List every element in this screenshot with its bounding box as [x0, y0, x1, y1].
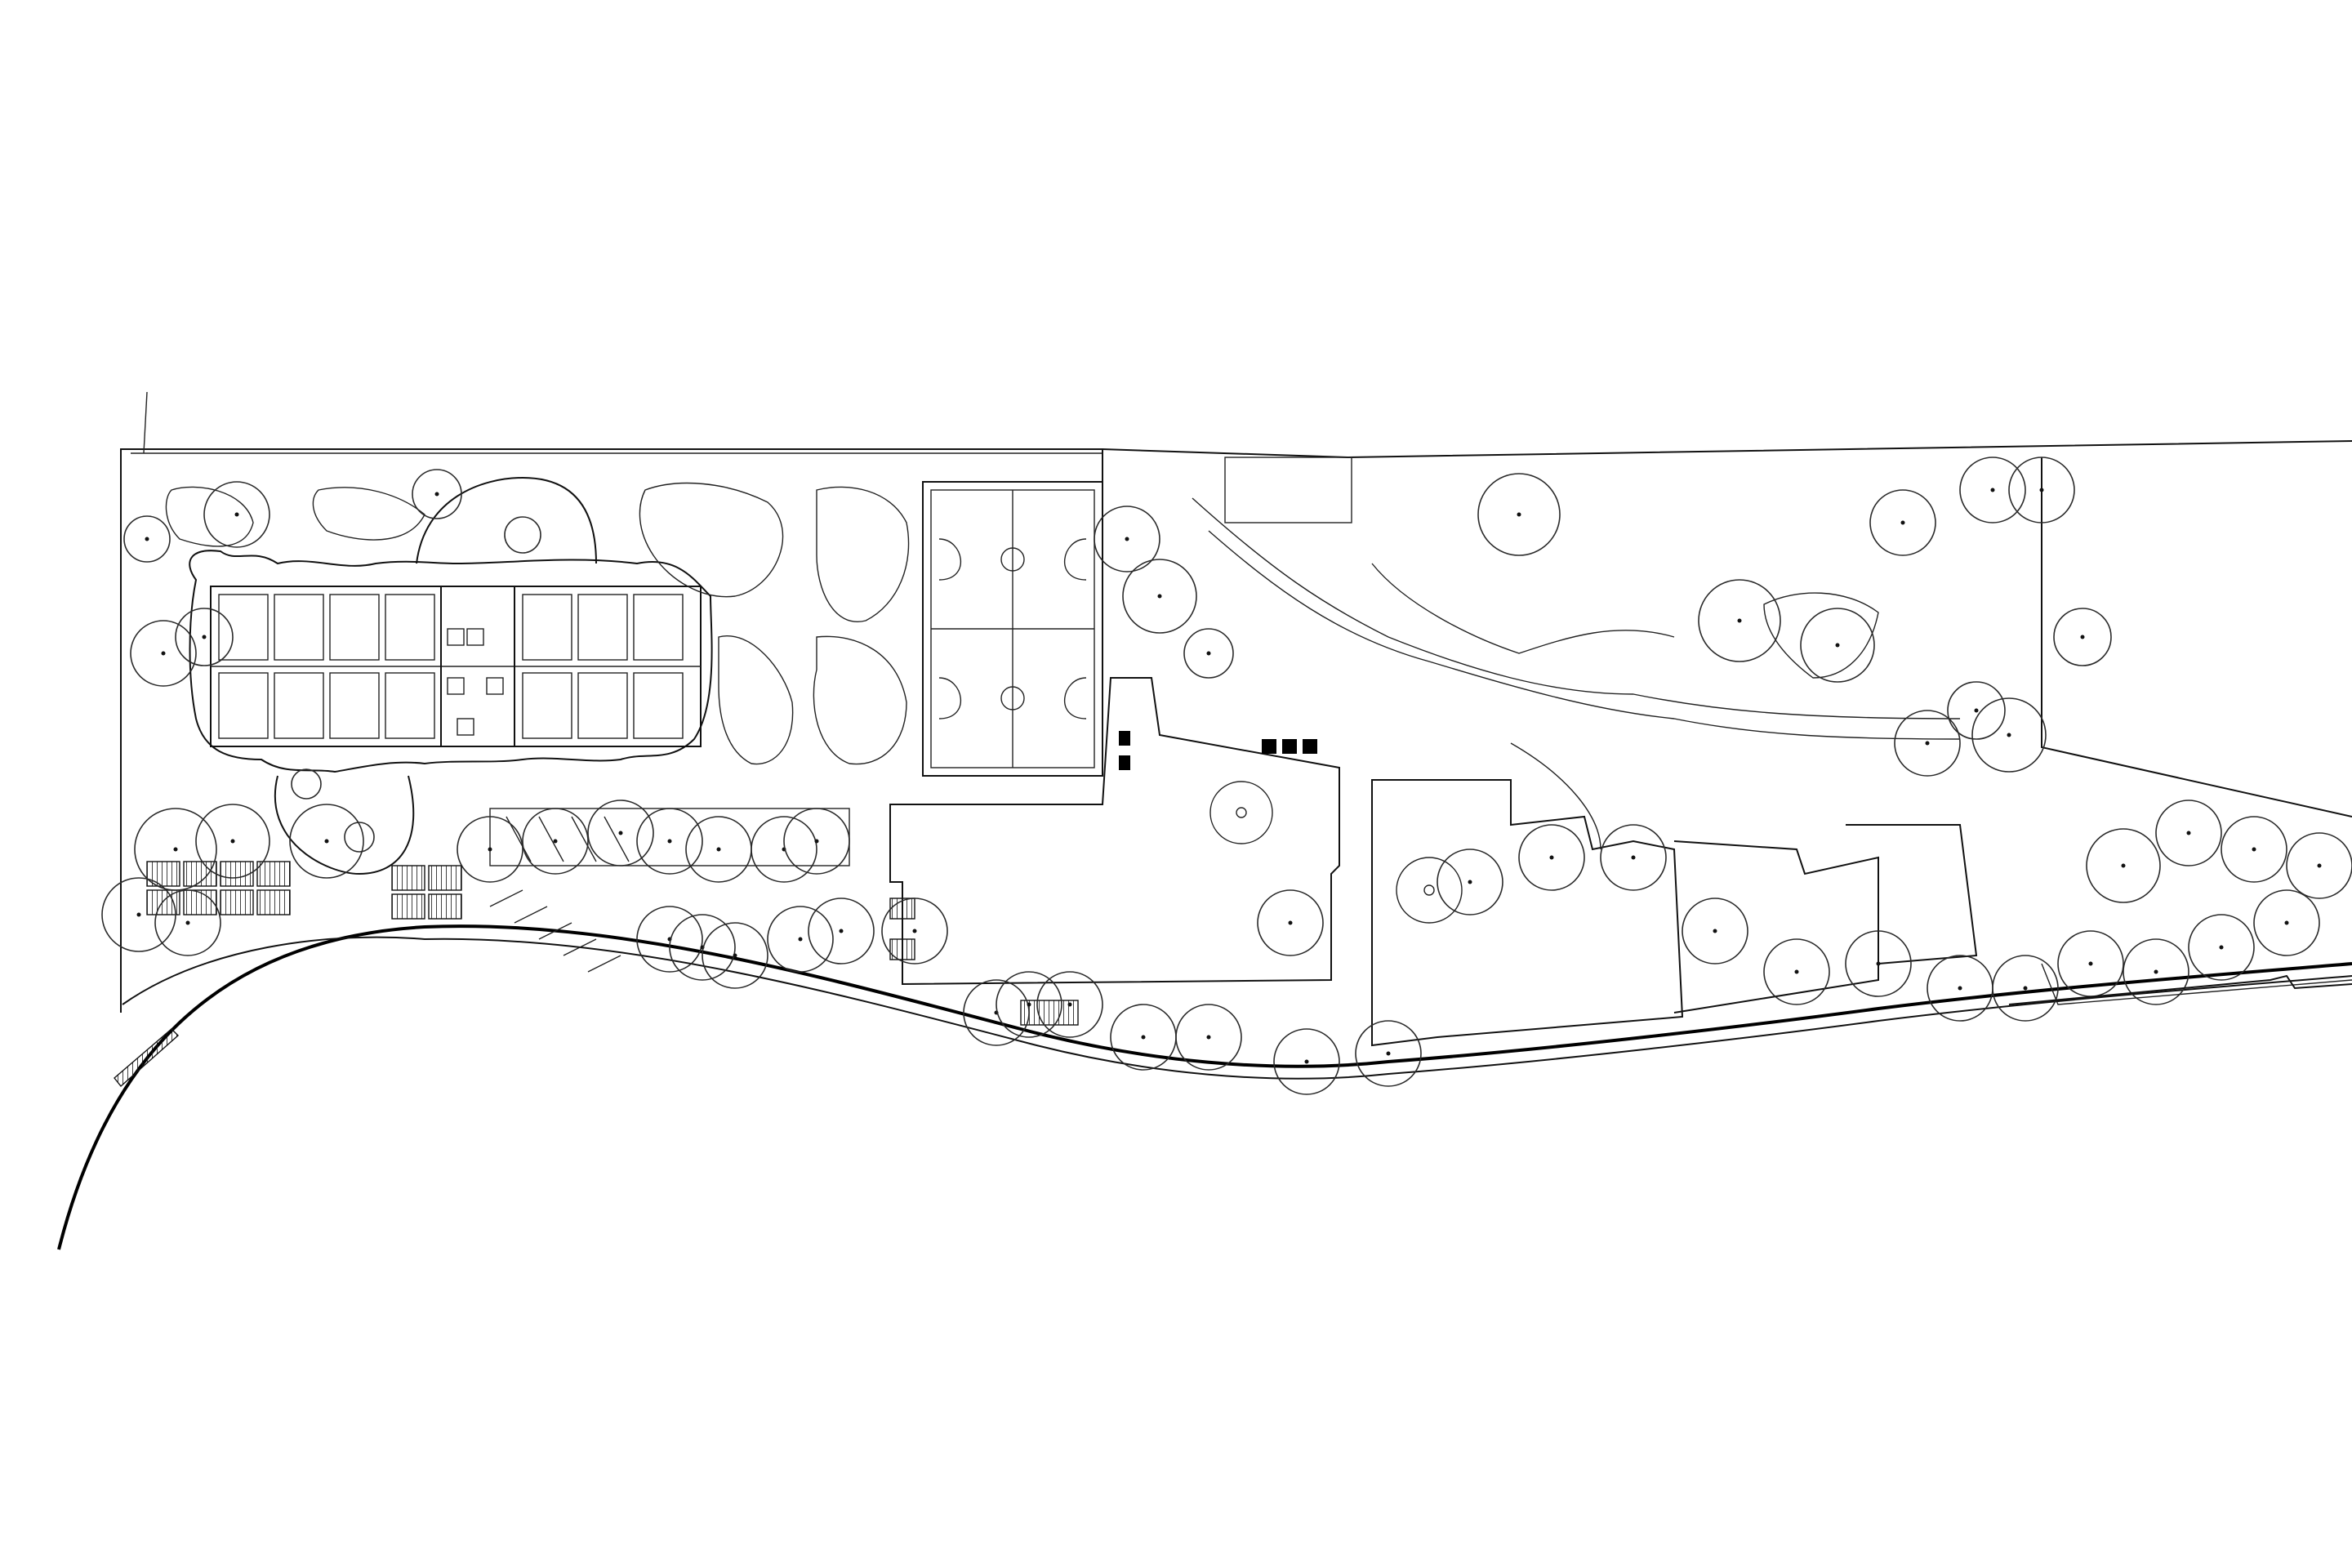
- tree-symbol: [1959, 457, 2026, 523]
- tree-symbol: [154, 889, 221, 956]
- tree-symbol: [2155, 800, 2222, 866]
- tree-symbol: [685, 816, 752, 883]
- tree-symbol: [1763, 938, 1830, 1005]
- tree-symbol: [2253, 889, 2320, 956]
- tree-symbol: [2053, 608, 2112, 666]
- tree-symbol: [1894, 710, 1961, 777]
- tree-symbol: [123, 515, 171, 563]
- tree-symbol: [1110, 1004, 1177, 1071]
- tree-symbol: [1845, 930, 1912, 997]
- tree-symbol: [412, 469, 462, 519]
- tree-symbol: [289, 804, 364, 879]
- tree-symbol: [1175, 1004, 1242, 1071]
- tree-symbol: [1437, 849, 1503, 915]
- tree-symbol: [101, 877, 176, 952]
- tree-symbol: [1036, 971, 1103, 1038]
- tree-symbol: [1800, 608, 1875, 683]
- tree-symbol: [636, 808, 703, 875]
- tree-symbol: [457, 816, 523, 883]
- tree-symbol: [203, 481, 270, 548]
- tree-symbol: [195, 804, 270, 879]
- sports-courts: [922, 481, 1103, 777]
- parking-areas: [146, 808, 1079, 1026]
- tree-symbol: [2188, 914, 2255, 981]
- central-buildings: [889, 677, 1978, 1047]
- tree-symbol: [1947, 681, 2006, 740]
- tree-symbol: [1122, 559, 1197, 634]
- tree-symbol: [2008, 457, 2075, 523]
- tree-symbol: [175, 608, 234, 666]
- tree-symbol: [1992, 955, 2059, 1022]
- site-boundary: [120, 391, 2352, 1013]
- tree-symbol: [1094, 506, 1160, 572]
- tree-symbol: [1518, 824, 1585, 891]
- access-road: [57, 924, 2352, 1250]
- tree-symbol: [2221, 816, 2287, 883]
- tree-symbol: [881, 898, 948, 964]
- tree-symbol: [1698, 579, 1781, 662]
- tree-symbol: [130, 620, 197, 687]
- trees: [101, 457, 2352, 1095]
- tree-symbol: [1477, 473, 1561, 556]
- tree-symbol: [2123, 938, 2189, 1005]
- tree-symbol: [1971, 697, 2047, 773]
- tree-symbol: [1869, 489, 1936, 556]
- tree-symbol: [134, 808, 217, 891]
- tree-symbol: [767, 906, 834, 973]
- tree-symbol: [587, 800, 654, 866]
- tree-symbol: [1273, 1028, 1340, 1095]
- tree-symbol: [2286, 832, 2352, 899]
- tree-symbol: [1183, 628, 1234, 679]
- tree-symbol: [1682, 898, 1748, 964]
- tree-symbol: [702, 922, 768, 989]
- tree-symbol: [1355, 1020, 1422, 1087]
- tree-symbol: [783, 808, 850, 875]
- property-edge: [2008, 963, 2352, 1005]
- tree-symbol: [522, 808, 589, 875]
- tree-symbol: [2086, 828, 2161, 903]
- wooded-area: [1192, 457, 1961, 850]
- circular-courtyard: [274, 476, 597, 875]
- tree-symbol: [1600, 824, 1667, 891]
- tree-symbol: [808, 898, 875, 964]
- classroom-building: [189, 550, 713, 773]
- tree-symbol: [996, 971, 1062, 1038]
- tree-symbol: [1257, 889, 1324, 956]
